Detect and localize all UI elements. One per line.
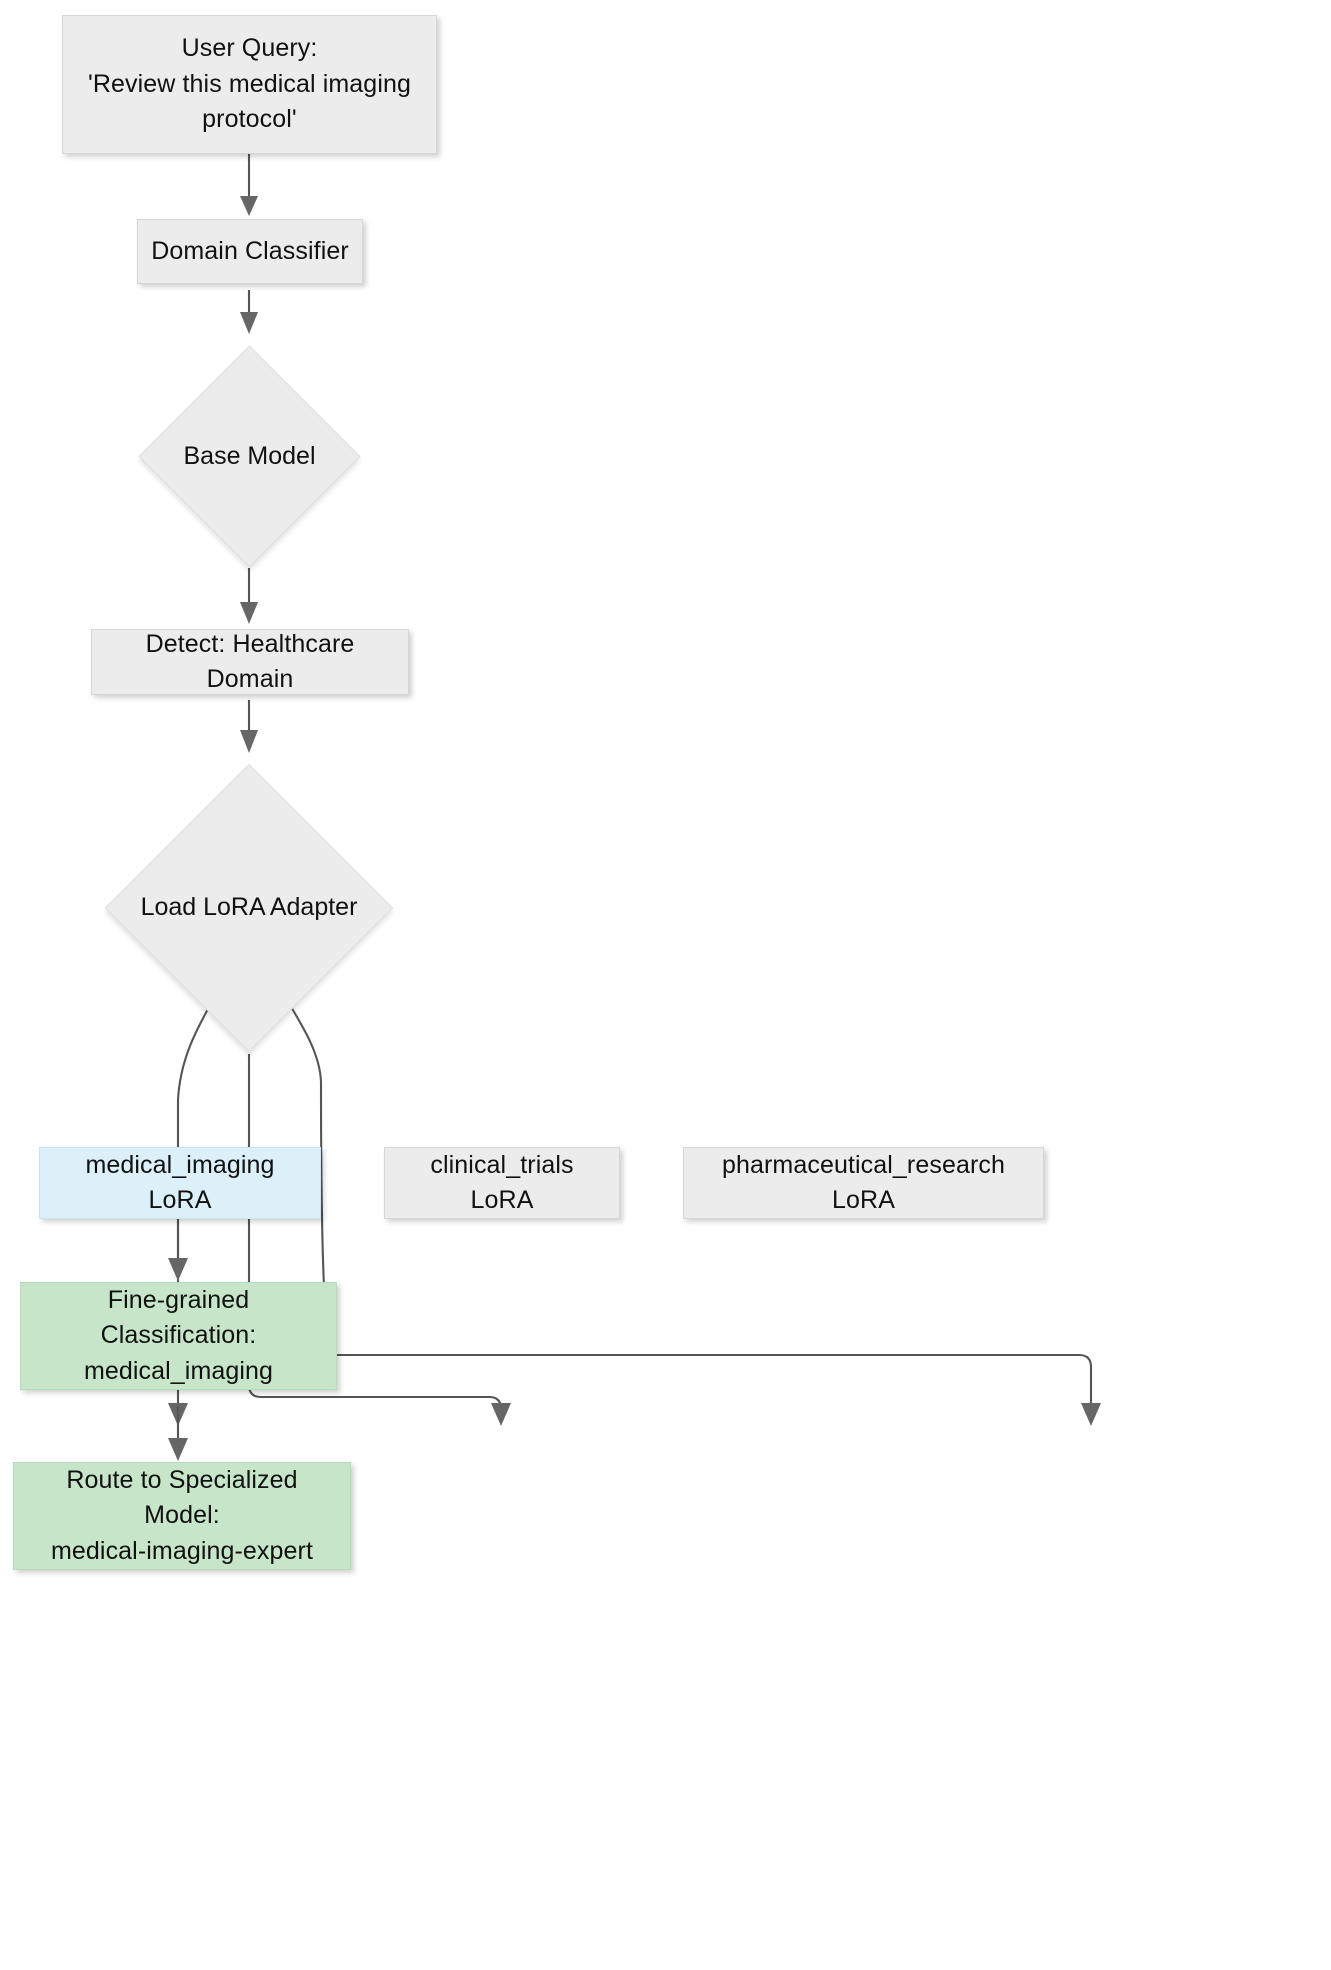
node-fine-grained-classification[interactable]: Fine-grained Classification: medical_ima… xyxy=(20,1282,337,1390)
node-route-to-specialized-model[interactable]: Route to Specialized Model: medical-imag… xyxy=(13,1462,351,1570)
node-detect-healthcare-domain[interactable]: Detect: Healthcare Domain xyxy=(91,629,409,695)
node-route-to-specialized-model-label: Route to Specialized Model: medical-imag… xyxy=(50,1465,314,1565)
node-fine-grained-classification-label: Fine-grained Classification: medical_ima… xyxy=(83,1285,274,1385)
node-medical-imaging-lora-label: medical_imaging LoRA xyxy=(85,1150,275,1215)
node-clinical-trials-lora-label: clinical_trials LoRA xyxy=(430,1150,574,1215)
node-detect-healthcare-domain-label: Detect: Healthcare Domain xyxy=(145,629,355,694)
node-medical-imaging-lora[interactable]: medical_imaging LoRA xyxy=(39,1147,321,1219)
node-user-query-label: User Query: 'Review this medical imaging… xyxy=(88,34,411,134)
node-pharmaceutical-research-lora-label: pharmaceutical_research LoRA xyxy=(721,1150,1005,1215)
edge-domain-classifier-to-base-model xyxy=(240,290,258,334)
edge-detect-healthcare-domain-to-load-lora-adapter xyxy=(240,700,258,753)
node-domain-classifier[interactable]: Domain Classifier xyxy=(137,219,363,284)
node-clinical-trials-lora[interactable]: clinical_trials LoRA xyxy=(384,1147,620,1219)
edge-fine-grained-classification-to-route-to-specialized-model xyxy=(168,1406,188,1461)
edge-medical-imaging-lora-to-fine-grained-classification xyxy=(168,1219,188,1281)
node-domain-classifier-label: Domain Classifier xyxy=(151,236,349,265)
edge-base-model-to-detect-healthcare-domain xyxy=(240,568,258,624)
node-user-query[interactable]: User Query: 'Review this medical imaging… xyxy=(62,15,437,154)
node-pharmaceutical-research-lora[interactable]: pharmaceutical_research LoRA xyxy=(683,1147,1044,1219)
edge-user-query-to-domain-classifier xyxy=(240,153,258,216)
